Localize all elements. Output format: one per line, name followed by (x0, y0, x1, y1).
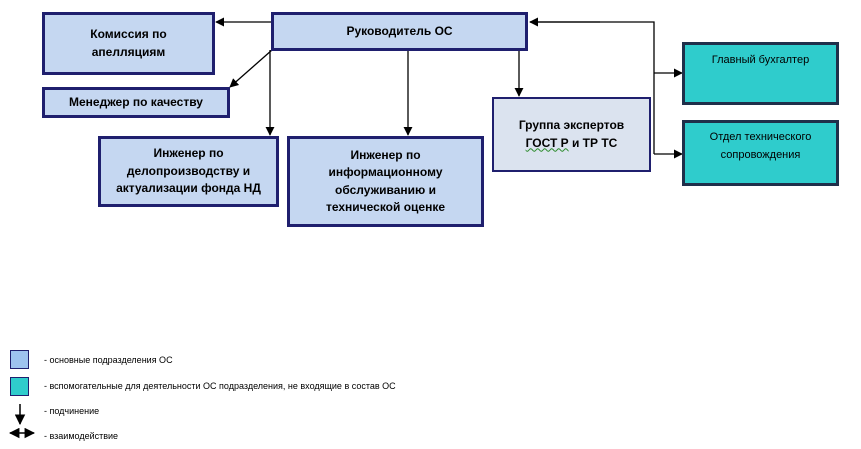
box-experts-rest: и ТР ТС (568, 135, 618, 150)
box-head-label: Руководитель ОС (346, 23, 453, 38)
box-accountant: Главный бухгалтер (682, 42, 839, 105)
box-head: Руководитель ОС (271, 12, 528, 51)
legend-main-text: - основные подразделения ОС (44, 355, 173, 365)
arrow-head-to-quality (229, 49, 273, 88)
box-tech-support-label: Отдел технического сопровождения (709, 131, 812, 161)
box-appeals: Комиссия по апелляциям (42, 12, 215, 75)
box-quality-label: Менеджер по качеству (69, 94, 203, 109)
box-experts: Группа экспертов ГОСТ Р и ТР ТС (492, 97, 651, 172)
box-experts-line1: Группа экспертов (518, 118, 625, 133)
legend-subordination-text: - подчинение (44, 406, 100, 416)
legend-interaction-text: - взаимодействие (44, 431, 119, 441)
legend-aux-text: - вспомогательные для деятельности ОС по… (44, 381, 396, 391)
box-quality: Менеджер по качеству (42, 87, 230, 118)
box-tech-support: Отдел технического сопровождения (682, 120, 839, 186)
box-info: Инженер по информационному обслуживанию … (287, 136, 484, 227)
box-experts-gost: ГОСТ Р (525, 135, 569, 150)
box-records: Инженер по делопроизводству и актуализац… (98, 136, 279, 207)
box-experts-label: Группа экспертов ГОСТ Р и ТР ТС (519, 117, 624, 152)
box-info-label: Инженер по информационному обслуживанию … (325, 147, 446, 214)
legend-aux-swatch (10, 377, 29, 396)
box-appeals-label: Комиссия по апелляциям (90, 27, 167, 59)
legend-main-swatch (10, 350, 29, 369)
box-accountant-label: Главный бухгалтер (711, 54, 810, 66)
box-records-label: Инженер по делопроизводству и актуализац… (116, 146, 261, 196)
